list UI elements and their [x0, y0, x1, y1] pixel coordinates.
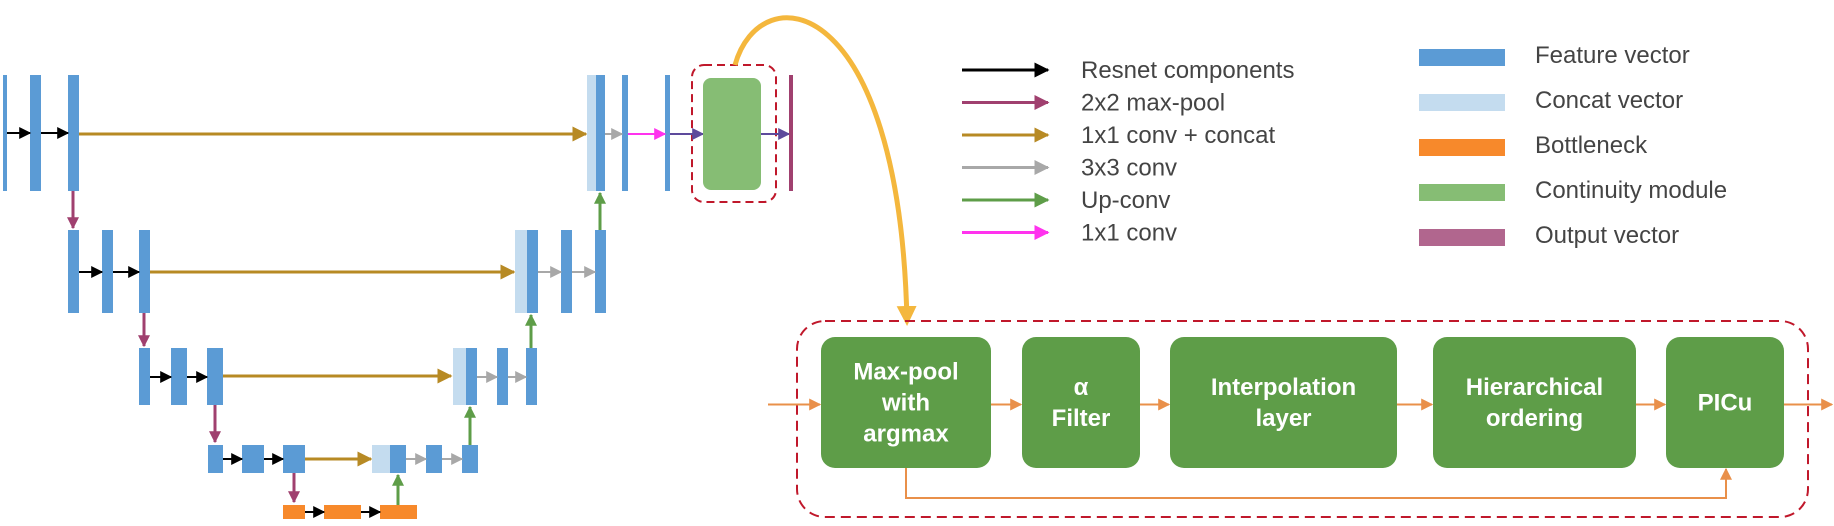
feature-vector [208, 445, 223, 473]
maxpool-argmax-label: Max-pool [853, 359, 958, 386]
legend-label: 1x1 conv [1081, 220, 1177, 247]
feature-vector [426, 445, 442, 473]
bottleneck [283, 505, 417, 519]
feature-vector [622, 75, 628, 191]
concat-vector [515, 230, 527, 313]
feature-vector [466, 348, 477, 405]
decoder-level-1 [587, 75, 670, 191]
legend-label: Up-conv [1081, 187, 1170, 214]
maxpool-argmax-block [821, 337, 991, 468]
concat-vector [587, 75, 596, 191]
alpha-filter-label: α [1074, 374, 1089, 401]
legend-swatch-continuity [1419, 184, 1505, 201]
maxpool-argmax-label: argmax [863, 421, 949, 448]
decoder-level-2 [515, 230, 606, 313]
legend-label: 2x2 max-pool [1081, 90, 1225, 117]
feature-vector [139, 348, 150, 405]
legend-swatch-bottleneck [1419, 139, 1505, 156]
feature-vector [68, 230, 79, 313]
feature-vector [561, 230, 572, 313]
alpha-filter-block [1022, 337, 1140, 468]
decoder-level-4 [372, 445, 478, 473]
feature-vector [102, 230, 113, 313]
legend-label: Bottleneck [1535, 132, 1648, 159]
legend-label: Output vector [1535, 222, 1679, 249]
feature-vector [283, 445, 305, 473]
hierarchical-ordering-block [1433, 337, 1636, 468]
encoder-level-2 [68, 230, 150, 313]
feature-vector [207, 348, 223, 405]
interpolation-layer-label: layer [1255, 405, 1311, 432]
legend-label: 3x3 conv [1081, 155, 1177, 182]
legend-label: Feature vector [1535, 42, 1690, 69]
interpolation-layer-label: Interpolation [1211, 374, 1356, 401]
decoder-level-3 [453, 348, 537, 405]
feature-vector [30, 75, 41, 191]
legend-swatch-output [1419, 229, 1505, 246]
hierarchical-ordering-label: Hierarchical [1466, 374, 1603, 401]
legend-label: Concat vector [1535, 87, 1683, 114]
feature-vector [242, 445, 264, 473]
legend-label: 1x1 conv + concat [1081, 122, 1275, 149]
legend-label: Resnet components [1081, 57, 1294, 84]
output-vector [789, 75, 793, 191]
feature-vector [68, 75, 79, 191]
encoder-level-4 [208, 445, 305, 473]
encoder-level-3 [139, 348, 223, 405]
legend-swatch-feature [1419, 49, 1505, 66]
concat-vector [453, 348, 466, 405]
feature-vector [462, 445, 478, 473]
encoder-level-1 [3, 75, 79, 191]
continuity-module-block [703, 78, 761, 190]
argmax-skip-arrow [905, 467, 1732, 499]
hierarchical-ordering-label: ordering [1486, 405, 1583, 432]
feature-vector [139, 230, 150, 313]
concat-vector [372, 445, 390, 473]
alpha-filter-label: Filter [1052, 405, 1111, 432]
feature-vector [3, 75, 7, 191]
legend-swatch-concat [1419, 94, 1505, 111]
legend-label: Continuity module [1535, 177, 1727, 204]
picu-label: PICu [1698, 390, 1753, 417]
feature-vector [595, 230, 606, 313]
feature-vector [526, 348, 537, 405]
bottleneck-vector [380, 505, 417, 519]
zoom-arrow [732, 15, 917, 326]
feature-vector [665, 75, 670, 191]
feature-vector [171, 348, 187, 405]
picu-block [1666, 337, 1784, 468]
feature-vector [596, 75, 605, 191]
feature-vector [497, 348, 508, 405]
bottleneck-vector [324, 505, 361, 519]
bottleneck-vector [283, 505, 305, 519]
maxpool-argmax-label: with [881, 390, 930, 417]
feature-vector [527, 230, 538, 313]
legend-arrows: Resnet components 2x2 max-pool 1x1 conv + … [962, 57, 1294, 247]
interpolation-layer-block [1170, 337, 1397, 468]
feature-vector [390, 445, 406, 473]
